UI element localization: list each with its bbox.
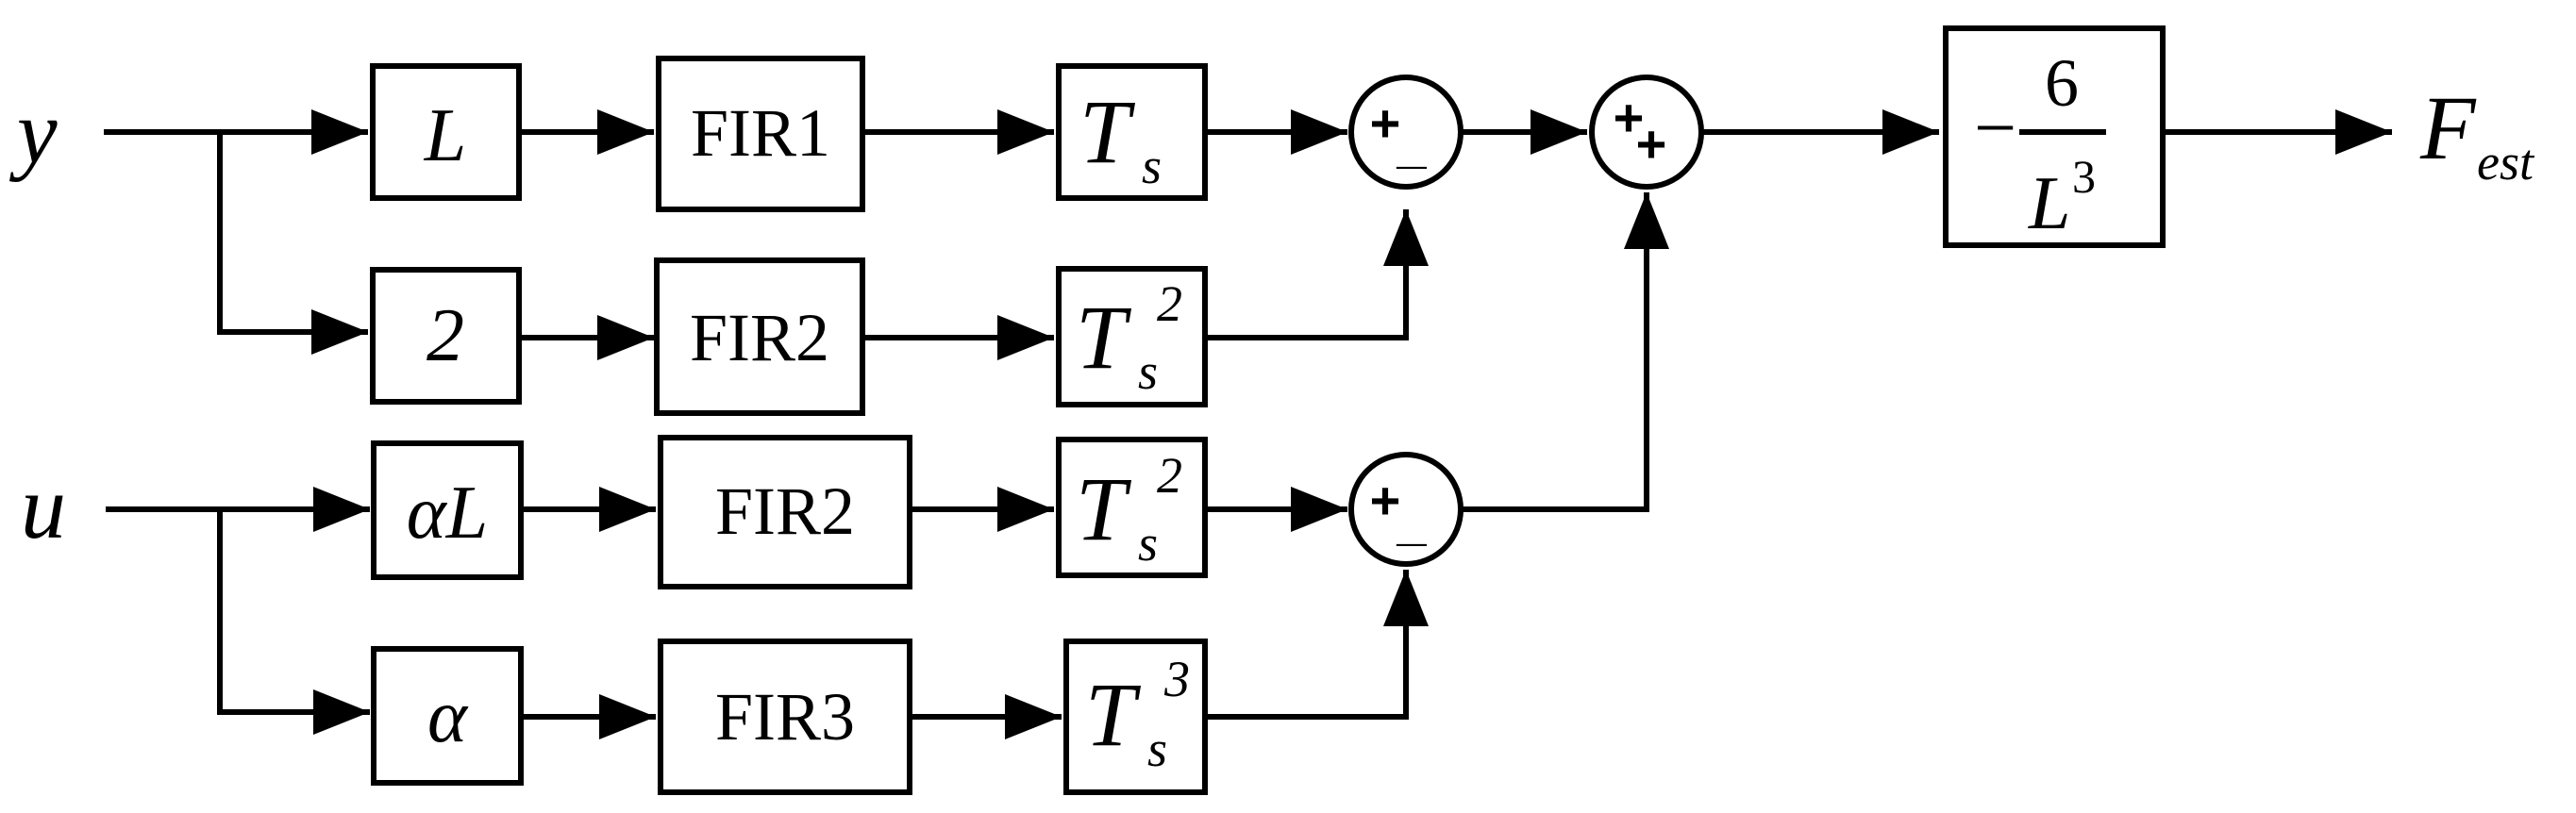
ts-sub-row4: s <box>1147 721 1167 777</box>
output-gain-box <box>1943 25 2166 248</box>
ts-sub-row3: s <box>1138 515 1158 572</box>
gain-box-row4 <box>371 646 524 786</box>
sum1-top-sign: + <box>1370 93 1401 153</box>
sum3-top-sign: + <box>1370 471 1401 530</box>
sum3-bottom-sign: _ <box>1396 491 1427 551</box>
fir-label-row2: FIR2 <box>690 300 829 375</box>
output-gain-denominator: L <box>2028 162 2071 245</box>
output-label-sub: est <box>2477 134 2535 191</box>
wire-row4-to-sum3 <box>1205 570 1429 720</box>
sum2-bottom-sign: + <box>1636 114 1667 174</box>
ts-box-row1 <box>1056 63 1208 201</box>
output-label-base: F <box>2419 77 2477 178</box>
fir-box-row2 <box>654 257 865 416</box>
fir-label-row4: FIR3 <box>715 679 855 755</box>
wire-y-branch <box>217 132 368 355</box>
ts-exp-row3: 2 <box>1157 447 1182 504</box>
input-u-label: u <box>21 456 66 557</box>
wire-row2-to-sum1 <box>1205 209 1429 340</box>
sum1-bottom-sign: _ <box>1396 114 1427 174</box>
ts-exp-row2: 2 <box>1157 275 1182 332</box>
ts-box-row3 <box>1056 437 1208 578</box>
ts-base-row1: T <box>1079 81 1136 182</box>
input-y-label: y <box>8 81 58 182</box>
gain-label-row3: αL <box>407 472 488 555</box>
fir-box-row3 <box>658 435 912 589</box>
output-gain-denominator-exp: 3 <box>2072 150 2096 203</box>
gain-label-row4: α <box>427 675 469 758</box>
ts-sub-row1: s <box>1142 138 1162 194</box>
ts-exp-row4: 3 <box>1163 651 1190 707</box>
fir-label-row3: FIR2 <box>715 473 855 549</box>
ts-sub-row2: s <box>1138 343 1158 400</box>
fir-box-row4 <box>658 639 912 795</box>
gain-label-row2: 2 <box>427 294 464 377</box>
fir-label-row1: FIR1 <box>691 95 830 171</box>
ts-base-row3: T <box>1076 458 1132 559</box>
output-gain-numerator: 6 <box>2045 45 2079 121</box>
ts-base-row4: T <box>1085 664 1142 765</box>
sum2-top-sign: + <box>1614 88 1645 147</box>
ts-base-row2: T <box>1076 287 1132 388</box>
wire-sum3-to-sum2 <box>1461 192 1669 512</box>
fir-box-row1 <box>656 56 865 212</box>
gain-label-row1: L <box>424 94 467 177</box>
ts-box-row2 <box>1056 266 1208 407</box>
wire-u-branch <box>217 509 370 735</box>
output-gain-minus: − <box>1974 87 2016 170</box>
